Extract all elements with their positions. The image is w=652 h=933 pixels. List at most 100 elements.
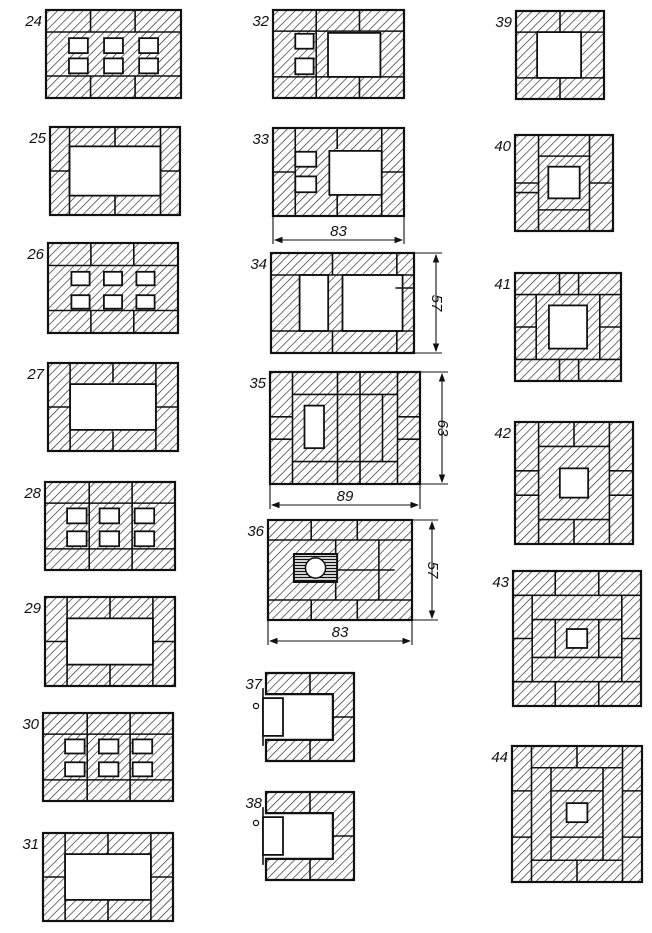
figure-number-label: 33 [252,131,269,148]
figure-32: 32 [252,8,406,100]
flue-channel [294,57,315,76]
flue-channel [298,274,330,332]
flue-channel [548,304,588,350]
width-dimension-value: 89 [337,488,354,505]
flue-channel [294,150,318,168]
door-panel [262,816,284,856]
figure-42: 42 [494,420,635,546]
flue-channel [138,57,159,75]
flue-channel [68,37,89,55]
flue-channel [135,294,156,310]
figure-number-label: 34 [250,256,267,273]
height-dimension-value: 63 [434,420,451,437]
figure-number-label: 42 [494,425,511,442]
flue-channel [135,270,156,287]
brick-section [45,482,175,570]
figure-25: 25 [28,125,182,217]
figure-34: 34 57 [250,251,445,355]
flue-channel [558,467,590,499]
figure-number-label: 29 [23,600,41,617]
figure-37: 37 [245,671,356,763]
flue-channel [70,270,91,287]
figure-number-label: 37 [245,676,262,693]
flue-channel [98,761,120,778]
figure-26: 26 [26,241,180,335]
flue-channel [66,617,154,666]
figure-29: 29 [23,595,177,688]
width-dimension-value: 83 [332,624,349,641]
flue-channel [68,145,162,197]
flue-channel [131,761,154,778]
figure-36: 36 83 57 [247,518,441,645]
flue-channel [565,802,589,824]
flue-channel [98,530,120,548]
flue-channel [536,31,583,79]
figure-number-label: 39 [495,14,512,31]
flue-channel [547,165,581,200]
flue-channel [103,57,124,75]
flue-channel [133,507,156,525]
flue-channel [138,37,159,55]
flue-channel [103,270,124,287]
figure-35: 35 89 63 [249,370,451,509]
flue-channel [66,530,88,548]
figure-number-label: 27 [26,366,44,383]
flue-channel [68,57,89,75]
figure-number-label: 38 [245,795,262,812]
flue-channel [565,628,589,649]
flue-channel [328,149,383,196]
door-handle-icon [252,702,260,710]
figure-31: 31 [22,831,175,923]
flue-channel [103,294,124,310]
figure-number-label: 36 [247,523,264,540]
figure-43: 43 [492,569,643,708]
door-handle-icon [252,819,260,827]
flue-channel [303,404,325,450]
flue-channel [64,761,86,778]
flue-channel [64,738,86,755]
figure-24: 24 [24,8,183,100]
figure-number-label: 31 [22,836,39,853]
figure-33: 33 83 [252,126,406,244]
figure-number-label: 41 [494,276,511,293]
figure-38: 38 [245,790,356,882]
flue-channel [131,738,154,755]
brick-section [48,243,178,333]
height-dimension-value: 57 [428,295,445,312]
figure-28: 28 [23,480,177,572]
flue-channel [98,507,120,525]
brick-section [43,713,173,801]
flue-channel [103,37,124,55]
figure-27: 27 [26,361,180,453]
flue-channel [98,738,120,755]
figure-40: 40 [494,133,615,233]
figure-30: 30 [22,711,175,803]
flue-channel [294,175,318,194]
figures-group: 24 25 26 27 28 29 30 31 32 33 83 34 57 35 89 63 36 83 57 37… [22,8,644,923]
width-dimension-value: 83 [330,223,347,240]
figure-number-label: 28 [23,485,41,502]
figure-number-label: 44 [491,749,508,766]
flue-channel [133,530,156,548]
flue-channel [69,383,157,431]
figure-number-label: 43 [492,574,509,591]
flue-channel [66,507,88,525]
figure-number-label: 32 [252,13,269,30]
flue-channel [294,32,315,50]
height-dimension-value: 57 [424,562,441,579]
door-panel [262,697,284,737]
figure-number-label: 35 [249,375,266,392]
figure-number-label: 40 [494,138,511,155]
figure-number-label: 30 [22,716,39,733]
figure-number-label: 25 [28,130,46,147]
flue-channel [341,274,404,332]
flue-channel [327,31,382,78]
brick-section [270,372,420,484]
figure-41: 41 [494,271,623,383]
figure-number-label: 24 [24,13,42,30]
figure-39: 39 [495,9,606,101]
figure-number-label: 26 [26,246,44,263]
flue-channel [64,853,152,901]
flue-channel [70,294,91,310]
